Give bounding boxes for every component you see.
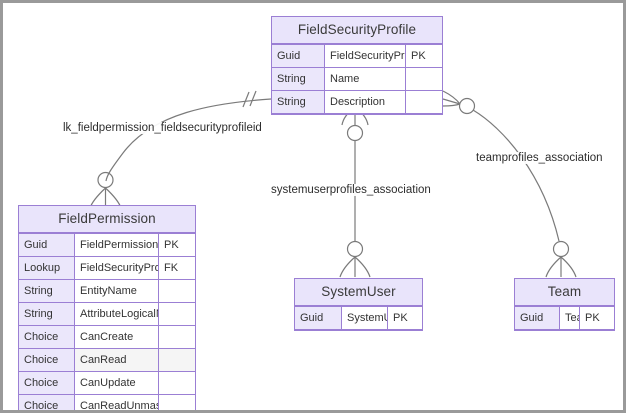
entity-fieldsecurityprofile[interactable]: FieldSecurityProfile Guid FieldSecurityP… xyxy=(271,16,443,115)
attr-type: String xyxy=(272,90,325,114)
attr-key xyxy=(158,371,195,395)
attr-type: Choice xyxy=(19,325,75,349)
edge-teamprofiles xyxy=(472,109,560,242)
relationship-label-teamprofiles[interactable]: teamprofiles_association xyxy=(474,152,605,164)
edge-lk-fieldpermission xyxy=(105,98,272,182)
attr-key: PK xyxy=(158,233,195,257)
table-row[interactable]: String AttributeLogicalName xyxy=(19,302,195,326)
attr-key xyxy=(158,279,195,303)
attr-name: FieldSecurityProfileId xyxy=(74,256,159,280)
table-row[interactable]: Lookup FieldSecurityProfileId FK xyxy=(19,256,195,280)
attr-name: FieldPermissionId xyxy=(74,233,159,257)
attr-name: EntityName xyxy=(74,279,159,303)
attr-name: Description xyxy=(324,90,406,114)
attr-type: String xyxy=(19,279,75,303)
table-row[interactable]: String Description xyxy=(272,90,442,114)
attr-name: AttributeLogicalName xyxy=(74,302,159,326)
attr-type: Choice xyxy=(19,394,75,410)
relationship-label-lk-fieldpermission[interactable]: lk_fieldpermission_fieldsecurityprofilei… xyxy=(61,122,264,134)
attribute-table-fieldsecurityprofile: Guid FieldSecurityProfileId PK String Na… xyxy=(272,44,442,114)
table-row[interactable]: String Name xyxy=(272,67,442,91)
attr-name: TeamID xyxy=(559,306,580,330)
table-row[interactable]: Guid FieldSecurityProfileId PK xyxy=(272,44,442,68)
relationship-label-systemuserprofiles[interactable]: systemuserprofiles_association xyxy=(269,184,433,196)
attr-type: String xyxy=(272,67,325,91)
attr-type: Guid xyxy=(19,233,75,257)
attr-type: Lookup xyxy=(19,256,75,280)
attr-name: SystemUserId xyxy=(341,306,388,330)
entity-fieldpermission[interactable]: FieldPermission Guid FieldPermissionId P… xyxy=(18,205,196,410)
entity-title-systemuser: SystemUser xyxy=(295,279,422,306)
attr-name: CanCreate xyxy=(74,325,159,349)
entity-title-team: Team xyxy=(515,279,614,306)
attr-type: Choice xyxy=(19,348,75,372)
attr-type: Choice xyxy=(19,371,75,395)
attr-key xyxy=(158,394,195,410)
entity-systemuser[interactable]: SystemUser Guid SystemUserId PK xyxy=(294,278,423,331)
attr-name: FieldSecurityProfileId xyxy=(324,44,406,68)
entity-title-fieldsecurityprofile: FieldSecurityProfile xyxy=(272,17,442,44)
attr-key xyxy=(158,302,195,326)
table-row[interactable]: Choice CanReadUnmasked xyxy=(19,394,195,410)
attr-key xyxy=(158,348,195,372)
table-row[interactable]: String EntityName xyxy=(19,279,195,303)
attr-name: CanRead xyxy=(74,348,159,372)
attr-type: Guid xyxy=(515,306,560,330)
attr-key xyxy=(405,67,442,91)
attr-key: PK xyxy=(579,306,614,330)
table-row[interactable]: Choice CanCreate xyxy=(19,325,195,349)
attribute-table-systemuser: Guid SystemUserId PK xyxy=(295,306,422,330)
attribute-table-team: Guid TeamID PK xyxy=(515,306,614,330)
attr-name: CanUpdate xyxy=(74,371,159,395)
table-row[interactable]: Guid TeamID PK xyxy=(515,306,614,330)
table-row[interactable]: Guid FieldPermissionId PK xyxy=(19,233,195,257)
attr-key: FK xyxy=(158,256,195,280)
entity-title-fieldpermission: FieldPermission xyxy=(19,206,195,233)
attr-key: PK xyxy=(405,44,442,68)
attr-key: PK xyxy=(387,306,422,330)
table-row[interactable]: Choice CanRead xyxy=(19,348,195,372)
attribute-table-fieldpermission: Guid FieldPermissionId PK Lookup FieldSe… xyxy=(19,233,195,410)
attr-key xyxy=(158,325,195,349)
attr-type: Guid xyxy=(295,306,342,330)
attr-key xyxy=(405,90,442,114)
entity-team[interactable]: Team Guid TeamID PK xyxy=(514,278,615,331)
attr-name: Name xyxy=(324,67,406,91)
table-row[interactable]: Guid SystemUserId PK xyxy=(295,306,422,330)
attr-type: String xyxy=(19,302,75,326)
attr-name: CanReadUnmasked xyxy=(74,394,159,410)
attr-type: Guid xyxy=(272,44,325,68)
table-row[interactable]: Choice CanUpdate xyxy=(19,371,195,395)
